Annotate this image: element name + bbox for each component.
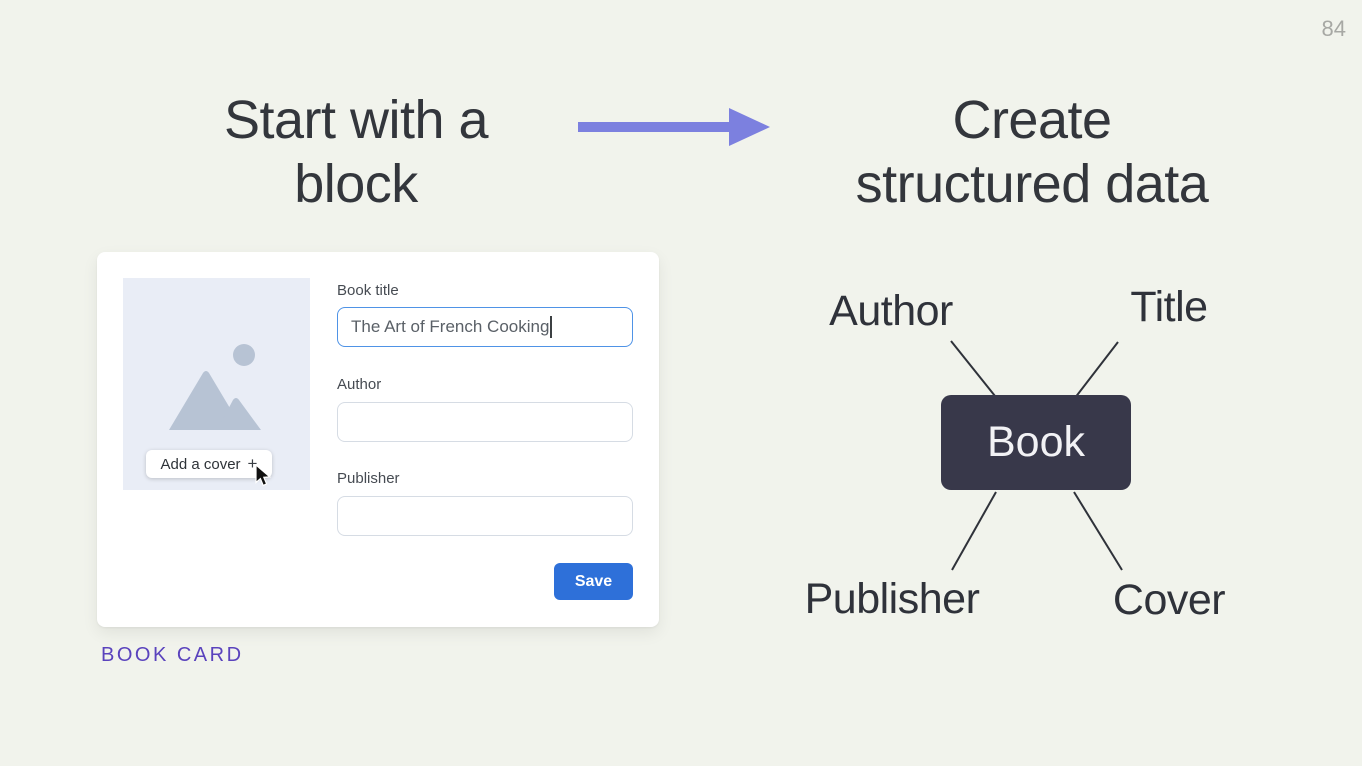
diagram-label-publisher: Publisher	[804, 575, 980, 623]
connector-line-publisher	[951, 491, 997, 571]
text-caret	[550, 316, 552, 338]
save-button[interactable]: Save	[554, 563, 633, 600]
add-cover-button[interactable]: Add a cover +	[146, 450, 272, 478]
book-card: Add a cover + Book title The Art of Frenc…	[97, 252, 659, 627]
left-heading-line2: block	[294, 154, 418, 214]
diagram-label-author: Author	[829, 287, 953, 335]
diagram-label-cover: Cover	[1112, 576, 1226, 624]
add-cover-label: Add a cover	[160, 455, 241, 473]
image-placeholder-icon	[168, 344, 261, 430]
publisher-input[interactable]	[337, 496, 633, 536]
author-input[interactable]	[337, 402, 633, 442]
plus-icon: +	[247, 454, 258, 473]
author-label: Author	[337, 376, 382, 393]
publisher-label: Publisher	[337, 470, 400, 487]
book-title-input[interactable]: The Art of French Cooking	[337, 307, 633, 347]
right-heading-line2: structured data	[855, 154, 1209, 214]
diagram-label-title: Title	[1130, 283, 1208, 331]
arrow-right-icon	[578, 108, 770, 146]
right-heading-line1: Create	[952, 90, 1112, 150]
book-node: Book	[941, 395, 1131, 490]
book-card-caption: BOOK CARD	[101, 644, 244, 666]
book-title-label: Book title	[337, 282, 399, 299]
page-number: 84	[1321, 16, 1346, 41]
left-heading-line1: Start with a	[223, 90, 489, 150]
book-form: Book title The Art of French Cooking Aut…	[337, 252, 633, 627]
book-title-value: The Art of French Cooking	[351, 317, 550, 336]
connector-line-cover	[1073, 491, 1123, 571]
